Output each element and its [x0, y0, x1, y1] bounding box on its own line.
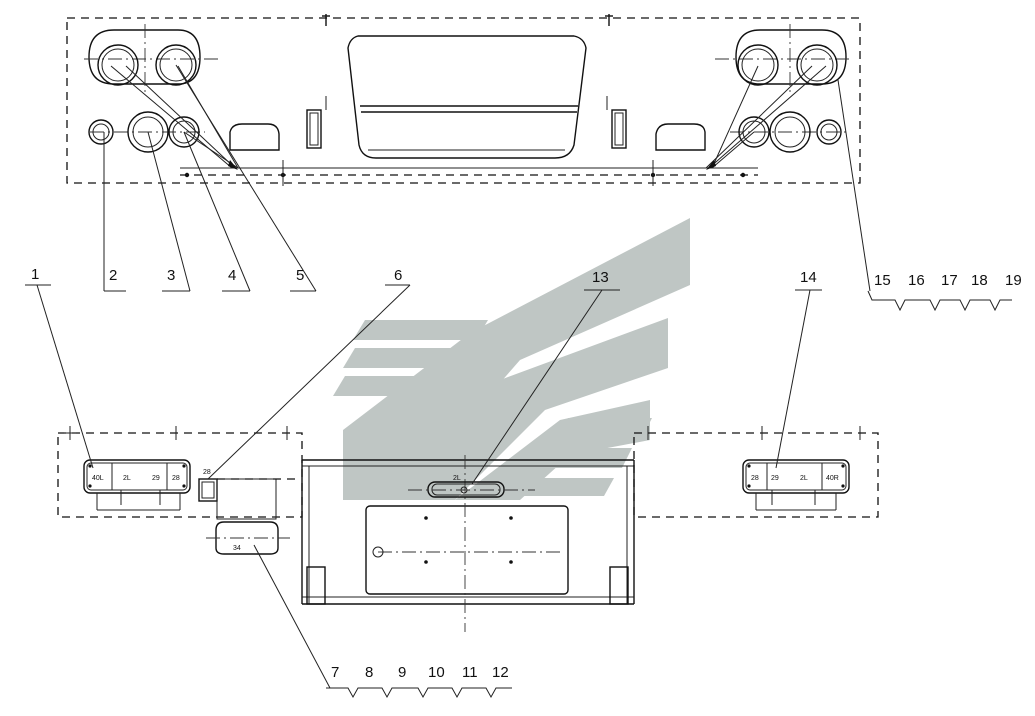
label-left-2l: 2L — [123, 475, 131, 482]
callout-2: 2 — [109, 267, 117, 284]
callout-1: 1 — [31, 266, 39, 283]
label-side-28: 28 — [203, 469, 211, 476]
label-right-2l: 2L — [800, 475, 808, 482]
callout-16: 16 — [908, 272, 925, 289]
label-40l: 40L — [92, 475, 104, 482]
callout-13: 13 — [592, 269, 609, 286]
callout-4: 4 — [228, 267, 236, 284]
callout-7: 7 — [331, 664, 339, 681]
callout-numbers: 1 2 3 4 5 6 7 8 9 10 11 12 13 14 15 16 1… — [31, 266, 1022, 681]
lamp-labels: 40L 2L 29 28 28 34 2L 28 29 2L 40R — [92, 469, 839, 552]
callout-6: 6 — [394, 267, 402, 284]
label-right-28: 28 — [751, 475, 759, 482]
callout-11: 11 — [462, 664, 478, 681]
label-left-28: 28 — [172, 475, 180, 482]
callout-leaders-top — [103, 64, 1012, 312]
label-left-29: 29 — [152, 475, 160, 482]
callout-8: 8 — [365, 664, 373, 681]
callout-9: 9 — [398, 664, 406, 681]
callout-14: 14 — [800, 269, 817, 286]
callout-10: 10 — [428, 664, 445, 681]
label-40r: 40R — [826, 475, 839, 482]
callout-12: 12 — [492, 664, 509, 681]
label-right-29: 29 — [771, 475, 779, 482]
callout-5: 5 — [296, 267, 304, 284]
label-box-34: 34 — [233, 545, 241, 552]
watermark-logo — [333, 218, 690, 500]
callout-18: 18 — [971, 272, 988, 289]
callout-15: 15 — [874, 272, 891, 289]
callout-leaders-bottom — [25, 284, 822, 699]
callout-19: 19 — [1005, 272, 1022, 289]
callout-3: 3 — [167, 267, 175, 284]
bottom-bumper-view — [57, 426, 879, 632]
label-plate-2l: 2L — [453, 475, 461, 482]
callout-17: 17 — [941, 272, 958, 289]
top-rear-view — [66, 14, 861, 186]
